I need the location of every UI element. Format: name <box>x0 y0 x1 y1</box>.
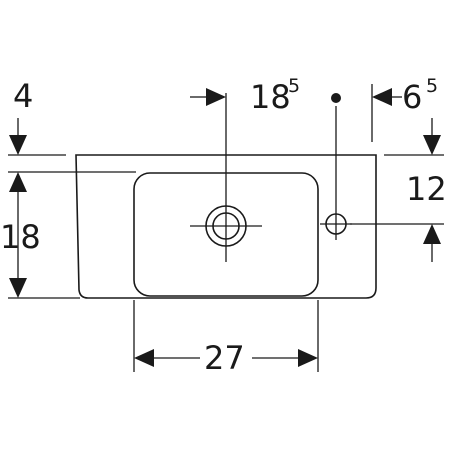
dimension-bowl-width: 27 <box>134 339 318 377</box>
dimension-tap-offset: 18 5 <box>190 75 300 116</box>
tap-center-mark <box>331 93 341 103</box>
dimension-sup-right-offset: 5 <box>426 75 438 97</box>
tap-hole <box>320 93 352 240</box>
dimension-right-offset: 6 5 <box>372 75 438 116</box>
dimension-label-bowl-width: 27 <box>204 339 245 377</box>
basin-body <box>75 154 377 299</box>
dimension-sup-tap-offset: 5 <box>288 75 300 97</box>
dimension-label-right-offset: 6 <box>402 78 422 116</box>
dimension-label-depth-top: 4 <box>13 77 33 115</box>
dimension-basin-height: 18 <box>0 172 41 298</box>
dimension-label-tap-offset: 18 <box>250 78 291 116</box>
dimension-label-basin-height: 18 <box>0 218 41 256</box>
dimension-label-overflow-height: 12 <box>406 170 447 208</box>
basin-outline <box>75 93 377 299</box>
drain <box>190 93 262 262</box>
dimension-overflow-height: 12 <box>406 118 447 262</box>
dimension-depth-top: 4 <box>9 77 33 190</box>
extension-lines <box>8 84 444 372</box>
